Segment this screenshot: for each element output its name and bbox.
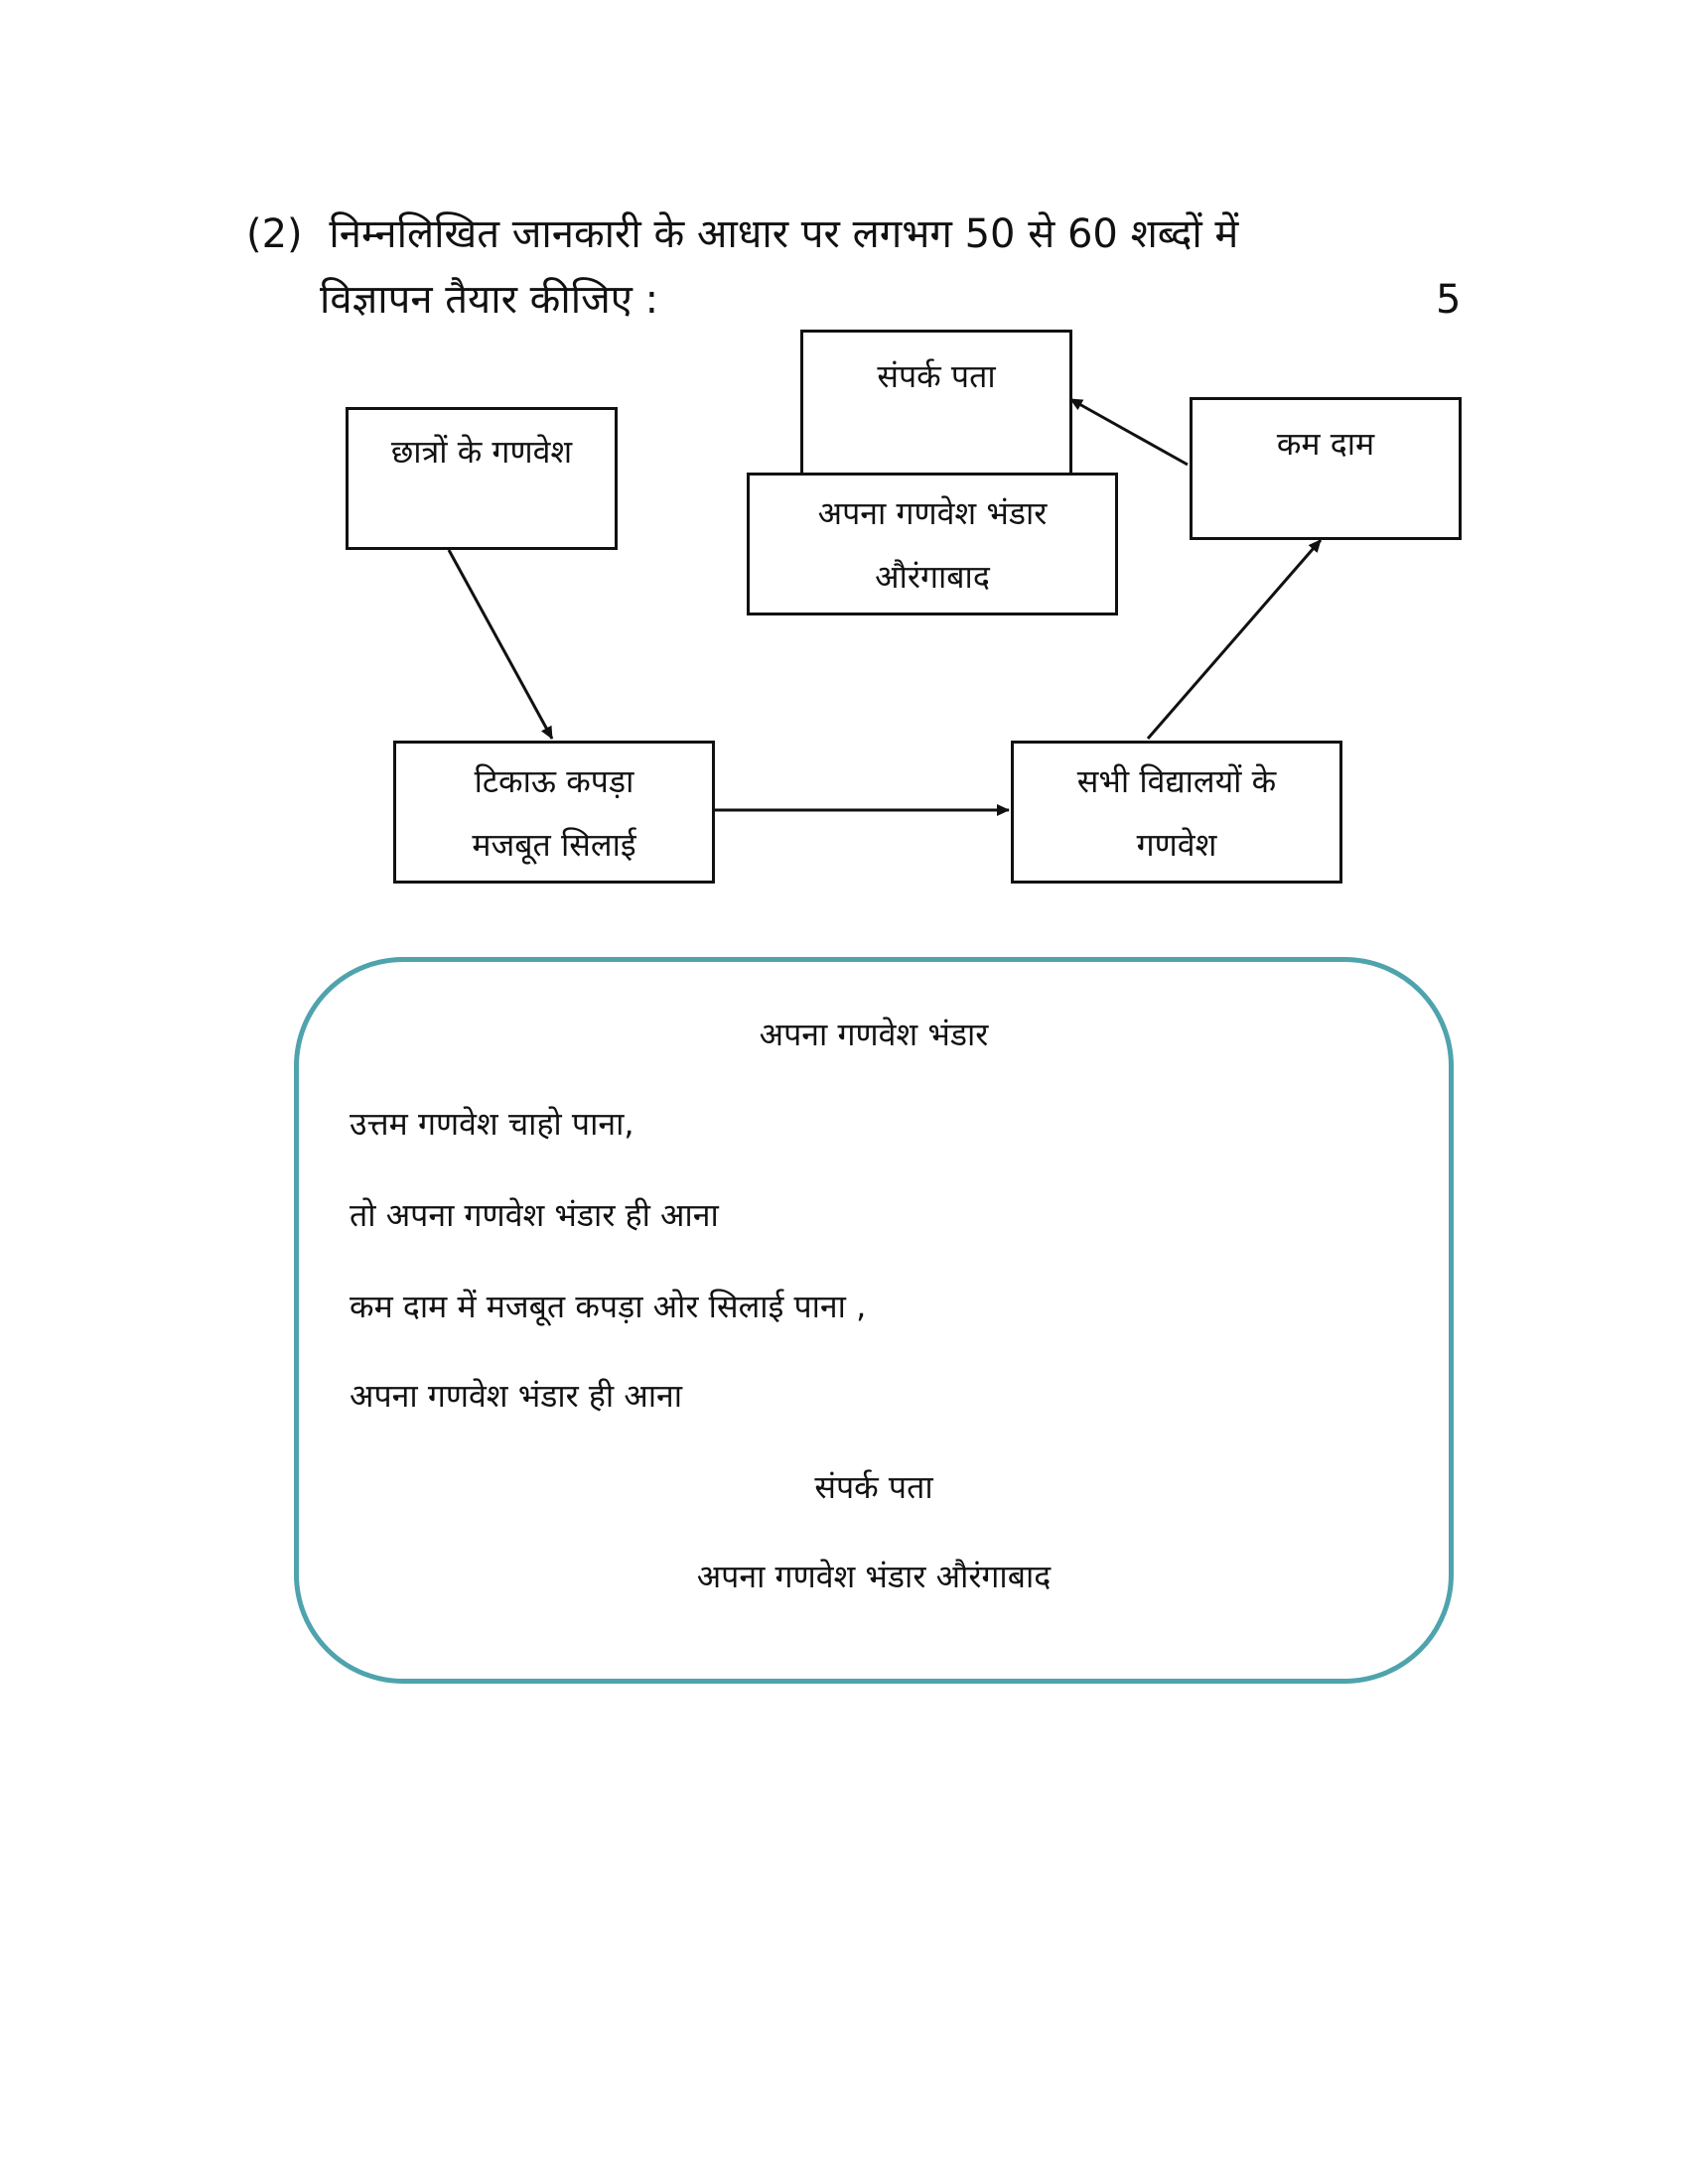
box-all-schools: सभी विद्यालयों के गणवेश — [1011, 741, 1342, 884]
box-low-price: कम दाम — [1190, 397, 1462, 540]
ad-title: अपना गणवेश भंडार — [759, 1016, 989, 1053]
box-all-schools-line-1: सभी विद्यालयों के — [1076, 762, 1277, 800]
ad-line-1: उत्तम गणवेश चाहो पाना, — [350, 1105, 634, 1143]
arrow-schools-to-price — [1146, 539, 1323, 740]
box-store-name-line-2: औरंगाबाद — [875, 558, 990, 596]
question-line-1: (2) निम्नलिखित जानकारी के आधार पर लगभग 5… — [246, 214, 1238, 254]
question-text-1: निम्नलिखित जानकारी के आधार पर लगभग 50 से… — [329, 211, 1239, 257]
question-marks: 5 — [1436, 277, 1462, 323]
box-durable-fabric-line-1: टिकाऊ कपड़ा — [474, 762, 634, 800]
box-contact-address-label: संपर्क पता — [877, 357, 996, 395]
ad-line-4: अपना गणवेश भंडार ही आना — [350, 1377, 683, 1415]
ad-line-3: कम दाम में मजबूत कपड़ा ओर सिलाई पाना , — [350, 1288, 867, 1325]
box-store-name: अपना गणवेश भंडार औरंगाबाद — [747, 473, 1118, 615]
arrow-students-to-fabric — [447, 549, 554, 740]
box-durable-fabric-line-2: मजबूत सिलाई — [472, 826, 636, 864]
ad-contact-label: संपर्क पता — [814, 1468, 933, 1506]
arrow-price-to-contact — [1069, 397, 1189, 467]
box-students-uniform-label: छात्रों के गणवेश — [390, 433, 573, 471]
question-number: (2) — [246, 211, 303, 257]
question-line-2: विज्ञापन तैयार कीजिए : — [320, 277, 659, 323]
advertisement-frame — [294, 957, 1454, 1684]
box-students-uniform: छात्रों के गणवेश — [346, 407, 618, 550]
box-store-name-line-1: अपना गणवेश भंडार — [817, 494, 1048, 532]
box-low-price-label: कम दाम — [1276, 425, 1375, 463]
ad-line-2: तो अपना गणवेश भंडार ही आना — [350, 1196, 719, 1234]
box-all-schools-line-2: गणवेश — [1136, 826, 1217, 864]
box-durable-fabric: टिकाऊ कपड़ा मजबूत सिलाई — [393, 741, 715, 884]
ad-contact-value: अपना गणवेश भंडार औरंगाबाद — [696, 1558, 1052, 1595]
box-contact-address: संपर्क पता — [800, 330, 1072, 478]
